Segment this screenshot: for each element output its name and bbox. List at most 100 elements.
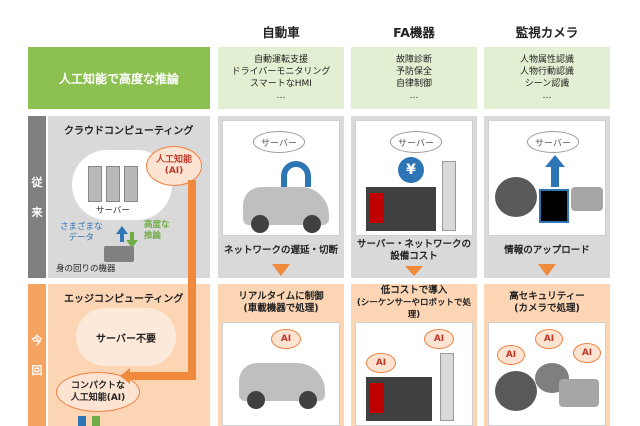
camera-features: 人物属性認識 人物行動認識 シーン認識 …: [484, 47, 610, 109]
header-label: 人工知能で高度な推論: [28, 47, 210, 109]
box-camera-icon: [559, 379, 599, 407]
feature-item: 自律制御: [395, 79, 432, 89]
caption-line: 高セキュリティー: [509, 291, 585, 302]
panel-title: クラウドコンピューティング: [64, 126, 194, 137]
caption-car-now: リアルタイムに制御 (車載機器で処理): [218, 288, 344, 318]
caption-fa-conventional: サーバー・ネットワークの 設備コスト: [351, 238, 477, 264]
row-label-char: 来: [31, 206, 43, 219]
car-now-cell: リアルタイムに制御 (車載機器で処理) AI: [218, 284, 344, 426]
column-header-car: 自動車: [262, 24, 300, 40]
feature-item: 人物行動認識: [519, 67, 574, 77]
feature-item: 人物属性認識: [519, 55, 574, 65]
car-features: 自動運転支援 ドライバーモニタリング スマートなHMI …: [218, 47, 344, 109]
ai-label: AI: [573, 343, 601, 363]
caption-camera-now: 高セキュリティー (カメラで処理): [484, 288, 610, 318]
up-arrow-stem: [120, 234, 124, 242]
machine-panel-icon: [370, 383, 384, 413]
down-arrow-icon: [126, 240, 138, 248]
row-label-char: 今: [31, 334, 43, 347]
car-image: サーバー: [222, 120, 340, 236]
server-bubble: サーバー: [253, 131, 305, 153]
fa-conventional-cell: サーバー ¥ サーバー・ネットワークの 設備コスト: [351, 116, 477, 278]
ai-bubble: 人工知能 (AI): [146, 146, 202, 186]
ai-label: AI: [424, 329, 454, 349]
caption-line: 低コストで導入: [380, 285, 448, 296]
caption-line: リアルタイムに制御: [238, 291, 324, 302]
caption-line: サーバー・ネットワークの: [357, 239, 471, 250]
feature-item: …: [542, 91, 552, 101]
caption-line: (カメラで処理): [514, 303, 580, 314]
wheel-icon: [247, 391, 265, 409]
fa-image: サーバー ¥: [355, 120, 473, 236]
feature-item: 故障診断: [395, 55, 432, 65]
connector-vertical: [188, 180, 196, 380]
upload-arrow-icon: [545, 155, 565, 167]
wheel-icon: [251, 215, 269, 233]
edge-computing-panel: エッジコンピューティング サーバー不要 コンパクトな 人工知能(AI): [48, 284, 210, 426]
feature-item: ドライバーモニタリング: [231, 67, 331, 77]
car-conventional-cell: サーバー ネットワークの遅延・切断: [218, 116, 344, 278]
fa-now-cell: 低コストで導入 (シーケンサーやロボットで処理) AI AI: [351, 284, 477, 426]
server-icon: [106, 166, 120, 202]
camera-now-cell: 高セキュリティー (カメラで処理) AI AI AI: [484, 284, 610, 426]
caption-car-conventional: ネットワークの遅延・切断: [218, 240, 344, 262]
down-arrow-icon: [405, 266, 423, 276]
upload-arrow-stem: [551, 167, 559, 187]
advanced-inference-label: 高度な 推論: [144, 220, 170, 242]
label-line: 高度な: [144, 220, 170, 230]
feature-item: 自動運転支援: [253, 55, 308, 65]
dome-camera-icon: [495, 371, 537, 411]
ai-label: AI: [271, 329, 301, 349]
machine-panel-icon: [370, 193, 384, 223]
up-arrow-icon: [116, 226, 128, 234]
wheel-icon: [303, 215, 321, 233]
feature-item: 予防保全: [395, 67, 432, 77]
broken-link-icon: [281, 161, 311, 187]
camera-image: AI AI AI: [488, 322, 606, 426]
fa-image: AI AI: [355, 322, 473, 426]
label-line: さまざまな: [60, 222, 103, 232]
camera-image: サーバー: [488, 120, 606, 236]
label-line: 推論: [144, 231, 162, 241]
car-image: AI: [222, 322, 340, 426]
caption-fa-now: 低コストで導入 (シーケンサーやロボットで処理): [351, 285, 477, 320]
server-bubble: サーバー: [390, 131, 442, 153]
column-header-fa: FA機器: [393, 24, 435, 40]
connector-horizontal: [130, 372, 196, 380]
yen-icon: ¥: [398, 157, 424, 183]
feature-item: …: [409, 91, 419, 101]
camera-conventional-cell: サーバー 情報のアップロード: [484, 116, 610, 278]
cloud-shape: [76, 308, 176, 366]
caption-line: 設備コスト: [390, 251, 438, 262]
ai-bubble-line: 人工知能: [155, 155, 192, 165]
robot-arm-icon: [440, 353, 454, 421]
label-line: データ: [68, 233, 95, 243]
wheel-icon: [299, 391, 317, 409]
caption-line: (車載機器で処理): [243, 303, 319, 314]
box-camera-icon: [571, 187, 603, 211]
feature-item: …: [276, 91, 286, 101]
caption-line: 情報のアップロード: [504, 245, 590, 256]
row-label-now: 今 回: [28, 284, 46, 426]
person-icon: [539, 189, 569, 223]
ai-bubble-line: コンパクトな: [70, 381, 125, 391]
feature-item: スマートなHMI: [250, 79, 312, 89]
cloud-computing-panel: クラウドコンピューティング サーバー 人工知能 (AI) さまざまな データ 高…: [48, 116, 210, 278]
connector-arrow-icon: [120, 368, 130, 384]
server-icon: [88, 166, 102, 202]
device-icon: [104, 246, 134, 262]
server-icon: [124, 166, 138, 202]
robot-arm-icon: [442, 161, 456, 231]
down-arrow-icon: [538, 264, 556, 276]
various-data-label: さまざまな データ: [60, 222, 103, 244]
up-arrow-icon: [78, 416, 86, 426]
down-arrow-icon: [92, 416, 100, 426]
server-unneeded-label: サーバー不要: [96, 333, 156, 345]
ai-label: AI: [535, 329, 563, 349]
column-header-camera: 監視カメラ: [515, 24, 579, 40]
caption-line: ネットワークの遅延・切断: [223, 245, 338, 256]
ai-bubble-line: (AI): [164, 166, 184, 176]
row-label-conventional: 従 来: [28, 116, 46, 278]
row-label-char: 回: [31, 364, 43, 377]
fa-features: 故障診断 予防保全 自律制御 …: [351, 47, 477, 109]
